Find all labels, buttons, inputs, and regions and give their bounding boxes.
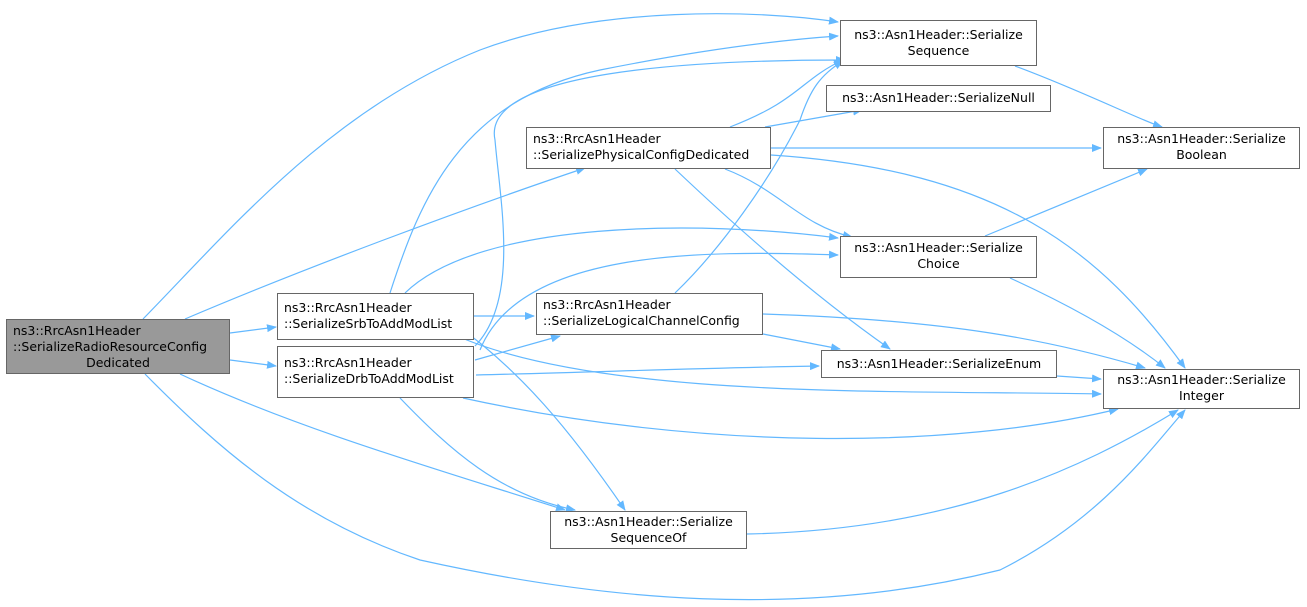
node-serialize-radio-resource-config-dedicated[interactable]: ns3::RrcAsn1Header ::SerializeRadioResou… xyxy=(6,319,230,374)
node-label: ::SerializeLogicalChannelConfig xyxy=(543,313,740,328)
node-serialize-physical-config-dedicated[interactable]: ns3::RrcAsn1Header ::SerializePhysicalCo… xyxy=(526,127,771,169)
edge-root-to-seq xyxy=(142,13,839,320)
node-label: ::SerializeRadioResourceConfig xyxy=(13,339,208,354)
edge-drb-to-enum xyxy=(475,362,820,376)
edge-phys-to-seq xyxy=(729,59,844,128)
node-serialize-srb-to-add-mod-list[interactable]: ns3::RrcAsn1Header ::SerializeSrbToAddMo… xyxy=(277,293,474,340)
edge-choice-to-integer xyxy=(1009,277,1166,369)
node-label: ns3::RrcAsn1Header xyxy=(543,297,671,312)
edge-srb-to-choice xyxy=(404,227,839,294)
edge-drb-to-seq xyxy=(474,56,846,347)
edge-root-to-integer xyxy=(144,373,1186,601)
node-serialize-boolean[interactable]: ns3::Asn1Header::Serialize Boolean xyxy=(1103,127,1300,169)
node-serialize-drb-to-add-mod-list[interactable]: ns3::RrcAsn1Header ::SerializeDrbToAddMo… xyxy=(277,346,474,398)
edge-drb-to-logch xyxy=(474,334,561,361)
edge-seq-to-bool xyxy=(1014,65,1163,129)
node-serialize-enum[interactable]: ns3::Asn1Header::SerializeEnum xyxy=(821,350,1057,378)
edge-drb-to-seqof xyxy=(399,397,576,513)
edge-phys-to-choice xyxy=(724,168,853,239)
edge-root-to-drb xyxy=(229,359,277,369)
node-serialize-sequence[interactable]: ns3::Asn1Header::Serialize Sequence xyxy=(840,20,1037,66)
edge-logch-to-integer xyxy=(762,313,1146,370)
node-label: ns3::Asn1Header::Serialize xyxy=(854,27,1023,42)
node-label: Boolean xyxy=(1176,147,1227,162)
edge-phys-to-null xyxy=(764,107,863,128)
node-label: ns3::RrcAsn1Header xyxy=(13,323,141,338)
edge-choice-to-bool xyxy=(984,168,1148,237)
node-label: ns3::Asn1Header::SerializeEnum xyxy=(836,356,1042,371)
node-label: Dedicated xyxy=(86,355,150,370)
edge-enum-to-integer xyxy=(1056,374,1102,383)
edge-drb-to-choice xyxy=(479,250,839,351)
node-label: ::SerializePhysicalConfigDedicated xyxy=(533,147,750,162)
edge-srb-to-seqof xyxy=(454,323,626,511)
node-serialize-logical-channel-config[interactable]: ns3::RrcAsn1Header ::SerializeLogicalCha… xyxy=(536,293,763,335)
edge-srb-to-seq xyxy=(389,32,839,294)
node-label: ns3::Asn1Header::SerializeNull xyxy=(842,90,1035,105)
edge-logch-to-seq xyxy=(674,60,844,294)
node-label: SequenceOf xyxy=(610,530,687,545)
node-label: Integer xyxy=(1179,388,1224,403)
node-label: ns3::RrcAsn1Header xyxy=(533,131,661,146)
edge-phys-to-enum xyxy=(674,168,891,350)
node-serialize-integer[interactable]: ns3::Asn1Header::Serialize Integer xyxy=(1103,369,1300,409)
node-label: ns3::Asn1Header::Serialize xyxy=(1117,372,1286,387)
node-label: Sequence xyxy=(907,43,970,58)
node-label: ns3::RrcAsn1Header xyxy=(284,355,412,370)
node-serialize-choice[interactable]: ns3::Asn1Header::Serialize Choice xyxy=(840,236,1037,278)
node-serialize-sequence-of[interactable]: ns3::Asn1Header::Serialize SequenceOf xyxy=(550,511,747,549)
edge-root-to-seqof xyxy=(179,373,566,512)
node-label: ns3::RrcAsn1Header xyxy=(284,300,412,315)
edge-root-to-srb xyxy=(229,324,277,334)
edge-phys-to-integer xyxy=(770,154,1186,369)
node-label: ::SerializeDrbToAddModList xyxy=(284,371,454,386)
edge-drb-to-integer xyxy=(462,397,1119,440)
edge-logch-to-enum xyxy=(762,333,841,352)
node-label: ns3::Asn1Header::Serialize xyxy=(1117,131,1286,146)
edge-srb-to-integer xyxy=(454,334,1102,398)
node-label: Choice xyxy=(917,256,960,271)
node-label: ns3::Asn1Header::Serialize xyxy=(854,240,1023,255)
node-serialize-null[interactable]: ns3::Asn1Header::SerializeNull xyxy=(826,85,1051,112)
node-label: ::SerializeSrbToAddModList xyxy=(284,316,453,331)
edge-seqof-to-integer xyxy=(746,409,1179,535)
edge-root-to-phys xyxy=(184,167,586,320)
node-label: ns3::Asn1Header::Serialize xyxy=(564,514,733,529)
